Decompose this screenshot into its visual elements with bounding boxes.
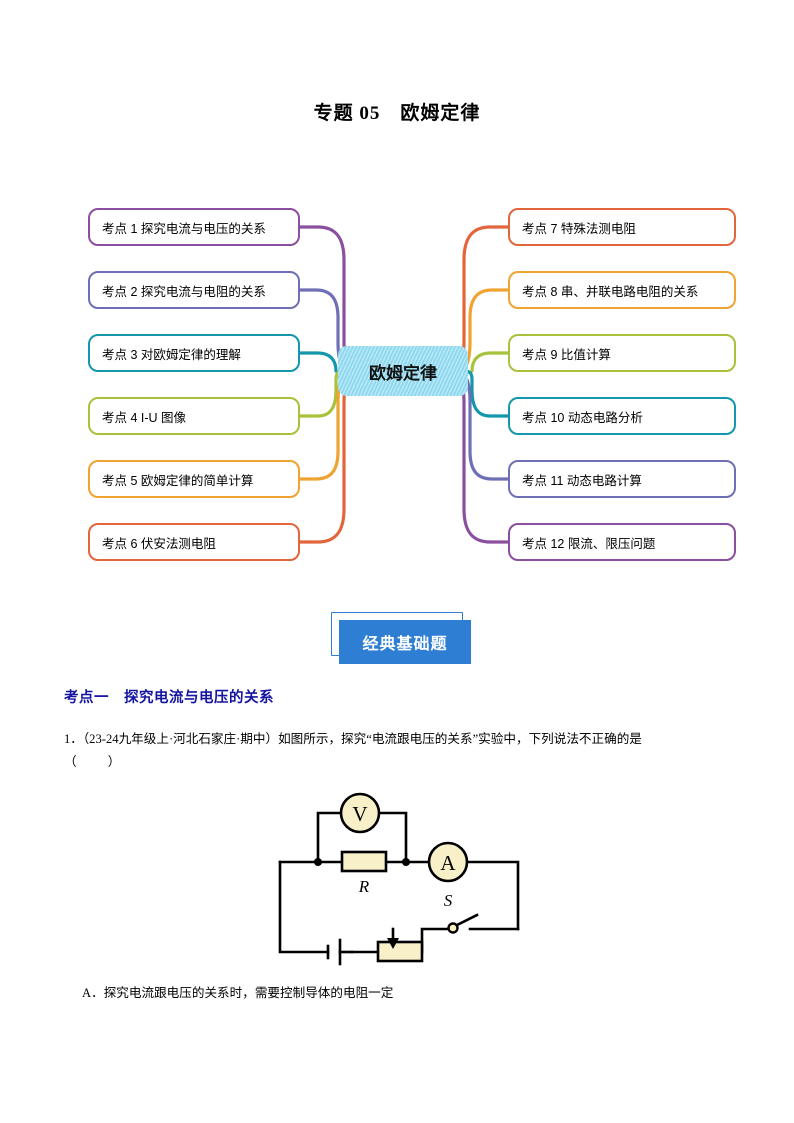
section-heading: 考点一 探究电流与电压的关系	[64, 690, 274, 706]
mindmap-node-label: 考点 2 探究电流与电阻的关系	[102, 284, 266, 299]
mindmap-node-left-4[interactable]: 考点 4 I-U 图像	[88, 397, 300, 435]
connector-right-9	[470, 351, 510, 373]
mindmap-node-left-2[interactable]: 考点 2 探究电流与电阻的关系	[88, 271, 300, 309]
page-title: 专题 05 欧姆定律	[313, 103, 481, 124]
mindmap-node-right-7[interactable]: 考点 7 特殊法测电阻	[508, 208, 736, 246]
section-banner: 经典基础题	[0, 604, 794, 674]
ammeter-label: A	[440, 851, 456, 875]
switch-label: S	[444, 891, 453, 910]
resistor-label: R	[358, 877, 370, 896]
option-a: A．探究电流跟电压的关系时，需要控制导体的电阻一定	[82, 986, 394, 1000]
switch-pivot	[447, 922, 459, 934]
mindmap-node-left-6[interactable]: 考点 6 伏安法测电阻	[88, 523, 300, 561]
connector-right-10	[462, 369, 510, 418]
wire-voltmeter-left	[316, 811, 344, 864]
junction-dot-left	[314, 858, 322, 866]
connector-left-6	[298, 369, 358, 544]
mindmap-node-label: 考点 4 I-U 图像	[102, 410, 187, 425]
mindmap-center-label: 欧姆定律	[369, 363, 437, 383]
mindmap-node-left-3[interactable]: 考点 3 对欧姆定律的理解	[88, 334, 300, 372]
ammeter-body	[427, 841, 469, 883]
mindmap-center-node[interactable]: 欧姆定律	[338, 346, 468, 396]
mindmap-node-right-10[interactable]: 考点 10 动态电路分析	[508, 397, 736, 435]
connector-right-12	[450, 369, 510, 544]
rheostat-slider-arrow	[387, 938, 399, 949]
mindmap-node-label: 考点 5 欧姆定律的简单计算	[102, 473, 254, 488]
wire-rheostat-to-switch	[420, 927, 454, 954]
mindmap-node-label: 考点 8 串、并联电路电阻的关系	[522, 284, 699, 299]
wire-after-ammeter	[464, 860, 520, 931]
mindmap-node-label: 考点 10 动态电路分析	[522, 410, 643, 425]
mindmap-node-left-5[interactable]: 考点 5 欧姆定律的简单计算	[88, 460, 300, 498]
voltmeter-label: V	[352, 802, 367, 826]
connector-left-3	[298, 351, 338, 373]
junction-dot-right	[402, 858, 410, 866]
mindmap-node-left-1[interactable]: 考点 1 探究电流与电压的关系	[88, 208, 300, 246]
mindmap-node-label: 考点 6 伏安法测电阻	[102, 536, 216, 551]
mindmap-node-label: 考点 12 限流、限压问题	[522, 536, 656, 551]
wire-left-rail	[278, 860, 330, 954]
circuit-diagram: V A R S	[270, 786, 560, 976]
mindmap-node-label: 考点 1 探究电流与电压的关系	[102, 221, 266, 236]
question-text: 1．（23-24九年级上·河北石家庄·期中）如图所示，探究“电流跟电压的关系”实…	[64, 732, 642, 746]
rheostat-body	[376, 940, 424, 963]
mindmap-node-right-11[interactable]: 考点 11 动态电路计算	[508, 460, 736, 498]
mindmap-node-right-12[interactable]: 考点 12 限流、限压问题	[508, 523, 736, 561]
resistor-body	[340, 850, 388, 873]
mindmap-node-label: 考点 9 比值计算	[522, 347, 611, 362]
banner-label: 经典基础题	[362, 636, 448, 653]
voltmeter-body	[339, 792, 381, 834]
banner-label-box: 经典基础题	[339, 620, 471, 664]
wire-voltmeter-right	[376, 811, 408, 864]
mindmap-node-right-8[interactable]: 考点 8 串、并联电路电阻的关系	[508, 271, 736, 309]
mindmap-node-label: 考点 11 动态电路计算	[522, 473, 642, 488]
mindmap-node-right-9[interactable]: 考点 9 比值计算	[508, 334, 736, 372]
answer-blank: （ ）	[64, 755, 123, 769]
mindmap: 考点 1 探究电流与电压的关系 考点 2 探究电流与电阻的关系 考点 3 对欧姆…	[0, 190, 794, 590]
mindmap-node-label: 考点 3 对欧姆定律的理解	[102, 347, 241, 362]
mindmap-node-label: 考点 7 特殊法测电阻	[522, 221, 636, 236]
